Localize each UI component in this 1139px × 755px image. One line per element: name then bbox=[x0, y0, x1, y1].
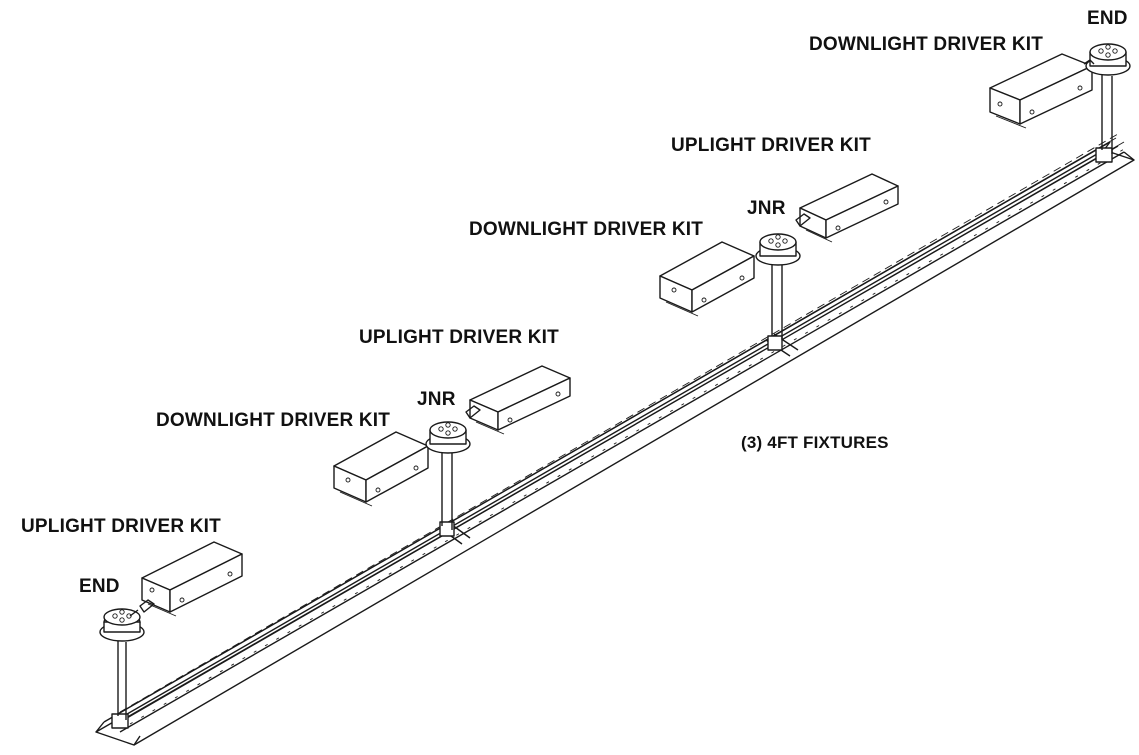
driver-box-downlight-mid bbox=[659, 241, 755, 317]
label-downlight-driver-kit-top: DOWNLIGHT DRIVER KIT bbox=[809, 34, 1044, 55]
junction-box-jnr-left bbox=[425, 421, 471, 530]
label-downlight-driver-kit-mid: DOWNLIGHT DRIVER KIT bbox=[469, 219, 704, 240]
label-downlight-driver-kit-left: DOWNLIGHT DRIVER KIT bbox=[156, 410, 391, 431]
label-end-bottom: END bbox=[79, 576, 120, 597]
driver-box-uplight-left bbox=[129, 541, 243, 617]
label-jnr-right: JNR bbox=[747, 198, 786, 219]
label-jnr-left: JNR bbox=[417, 389, 456, 410]
junction-box-jnr-right bbox=[755, 233, 801, 340]
label-uplight-driver-kit-mid: UPLIGHT DRIVER KIT bbox=[359, 327, 559, 348]
junction-box-end-right bbox=[1083, 43, 1131, 154]
junction-box-end-left bbox=[99, 608, 145, 720]
driver-box-uplight-mid bbox=[465, 365, 571, 435]
driver-box-uplight-right bbox=[795, 173, 899, 243]
label-uplight-driver-kit-left: UPLIGHT DRIVER KIT bbox=[21, 516, 221, 537]
fixture-joint-right bbox=[765, 333, 799, 357]
label-end-top: END bbox=[1087, 8, 1128, 29]
driver-box-downlight-right bbox=[989, 53, 1093, 129]
label-uplight-driver-kit-right: UPLIGHT DRIVER KIT bbox=[671, 135, 871, 156]
label-fixtures-note: (3) 4FT FIXTURES bbox=[741, 433, 889, 452]
driver-box-downlight-left bbox=[333, 431, 429, 507]
fixture-end-cap-left bbox=[111, 713, 129, 729]
fixture-end-cap-right bbox=[1095, 147, 1113, 163]
